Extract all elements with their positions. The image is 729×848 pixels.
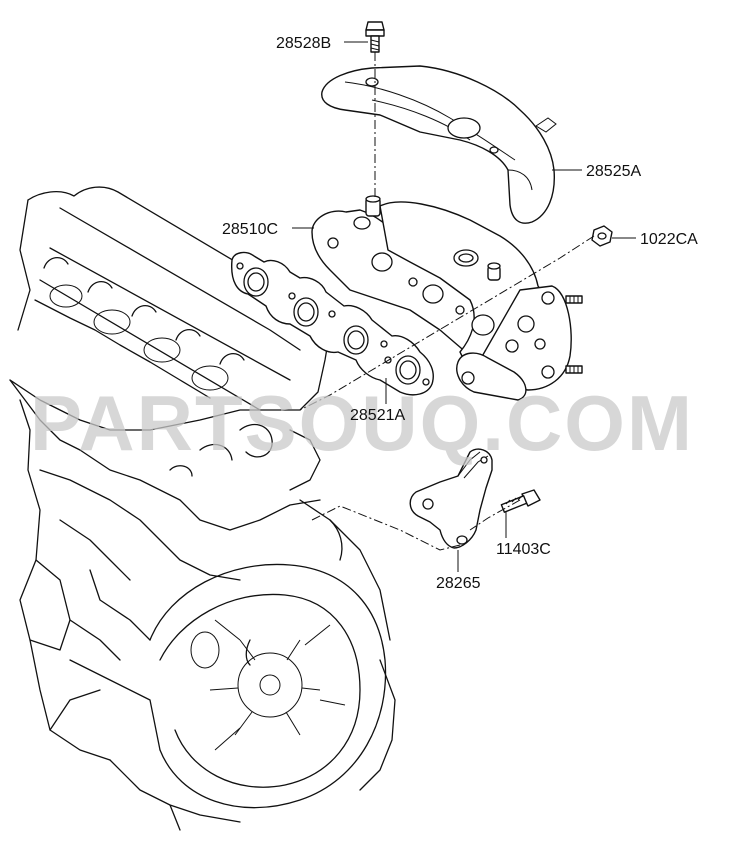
assembly-lines <box>299 52 595 551</box>
manifold-bracket <box>409 448 493 549</box>
manifold-gasket <box>231 251 434 396</box>
callout-28265[interactable]: 28265 <box>436 575 481 592</box>
callout-28521a[interactable]: 28521A <box>350 407 405 424</box>
watermark: PARTSOUQ.COM <box>30 379 694 467</box>
heat-shield-bolt <box>365 21 385 53</box>
bracket-bolt <box>500 489 541 513</box>
heat-shield <box>321 65 557 224</box>
callout-11403c[interactable]: 11403C <box>496 541 551 558</box>
callout-28528b[interactable]: 28528B <box>276 35 331 52</box>
engine-block <box>9 186 396 831</box>
leader-lines <box>292 41 636 572</box>
callout-28525a[interactable]: 28525A <box>586 163 641 180</box>
callout-28510c[interactable]: 28510C <box>222 221 278 238</box>
manifold-nut <box>591 225 613 247</box>
exhaust-manifold <box>311 195 583 401</box>
callout-1022ca[interactable]: 1022CA <box>640 231 698 248</box>
